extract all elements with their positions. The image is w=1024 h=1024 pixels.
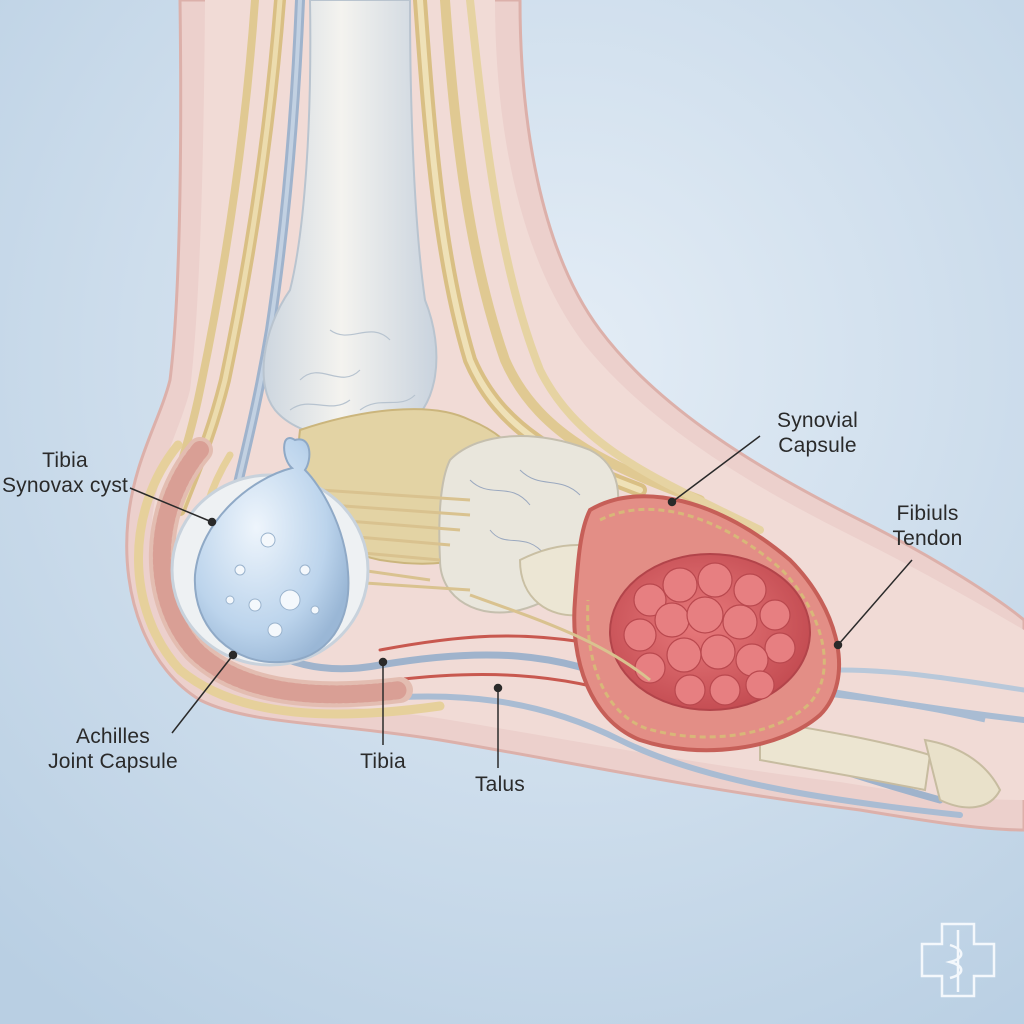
leader-achilles bbox=[171, 654, 234, 734]
medical-caduceus-cross-icon bbox=[920, 922, 996, 998]
label-tibia-cyst-line2: Synovax cyst bbox=[1, 474, 129, 497]
label-synovial-line1: Synovial bbox=[777, 409, 858, 432]
label-achilles-line1: Achilles bbox=[76, 725, 150, 748]
label-talus: Talus bbox=[474, 773, 526, 796]
capsule-wall bbox=[586, 507, 826, 739]
leader-lines bbox=[129, 435, 913, 768]
leader-fibiuls bbox=[837, 559, 913, 646]
tibia-texture bbox=[289, 329, 416, 411]
label-tibia-cyst-line1: Tibia bbox=[42, 449, 88, 472]
synovial-cyst bbox=[170, 437, 370, 667]
label-achilles-line2: Joint Capsule bbox=[48, 750, 178, 773]
label-fibiuls-tendon: Fibiuls Tendon bbox=[870, 501, 985, 551]
leader-synovial bbox=[671, 435, 761, 503]
label-fibiuls-line2: Tendon bbox=[892, 527, 963, 550]
label-tibia-synovax-cyst: Tibia Synovax cyst bbox=[0, 448, 130, 498]
label-synovial-capsule: Synovial Capsule bbox=[760, 408, 875, 458]
leader-tibia-cyst bbox=[129, 487, 213, 523]
label-synovial-line2: Capsule bbox=[778, 434, 857, 457]
label-tibia-lower: Tibia bbox=[360, 750, 406, 773]
label-fibiuls-line1: Fibiuls bbox=[896, 502, 959, 525]
navicular-texture bbox=[469, 469, 581, 556]
label-achilles-joint-capsule: Achilles Joint Capsule bbox=[38, 724, 188, 774]
